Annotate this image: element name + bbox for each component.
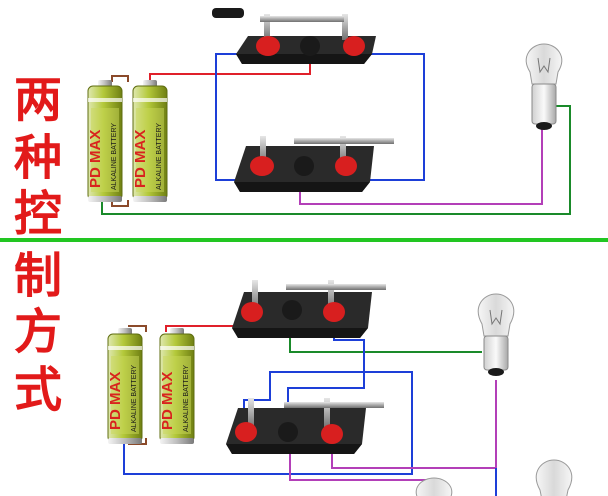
light-bulb-icon — [415, 477, 453, 496]
title-char: 方 — [13, 304, 62, 360]
battery-brand-label: PD MAX — [132, 130, 149, 188]
battery-type-label: ALKALINE BATTERY — [131, 365, 138, 432]
knife-switch-icon — [226, 398, 384, 454]
knife-switch-icon — [212, 8, 376, 64]
battery-type-label: ALKALINE BATTERY — [156, 123, 163, 190]
battery-brand-label: PD MAX — [159, 372, 176, 430]
battery-icon — [87, 80, 123, 202]
battery-icon — [159, 328, 195, 444]
knife-switch-icon — [234, 136, 394, 192]
battery-brand-label: PD MAX — [107, 372, 124, 430]
title-char: 控 — [13, 186, 62, 242]
battery-brand-label: PD MAX — [87, 130, 104, 188]
battery-icon — [107, 328, 143, 444]
battery-type-label: ALKALINE BATTERY — [111, 123, 118, 190]
light-bulb-icon — [477, 293, 515, 376]
light-bulb-icon — [535, 459, 573, 496]
battery-icon — [132, 80, 168, 202]
title-char: 式 — [13, 362, 62, 418]
title-char: 种 — [13, 130, 62, 186]
title-char: 制 — [13, 248, 62, 304]
light-bulb-icon — [525, 43, 563, 130]
battery-type-label: ALKALINE BATTERY — [183, 365, 190, 432]
knife-switch-icon — [232, 280, 386, 338]
title-char: 两 — [13, 72, 62, 128]
